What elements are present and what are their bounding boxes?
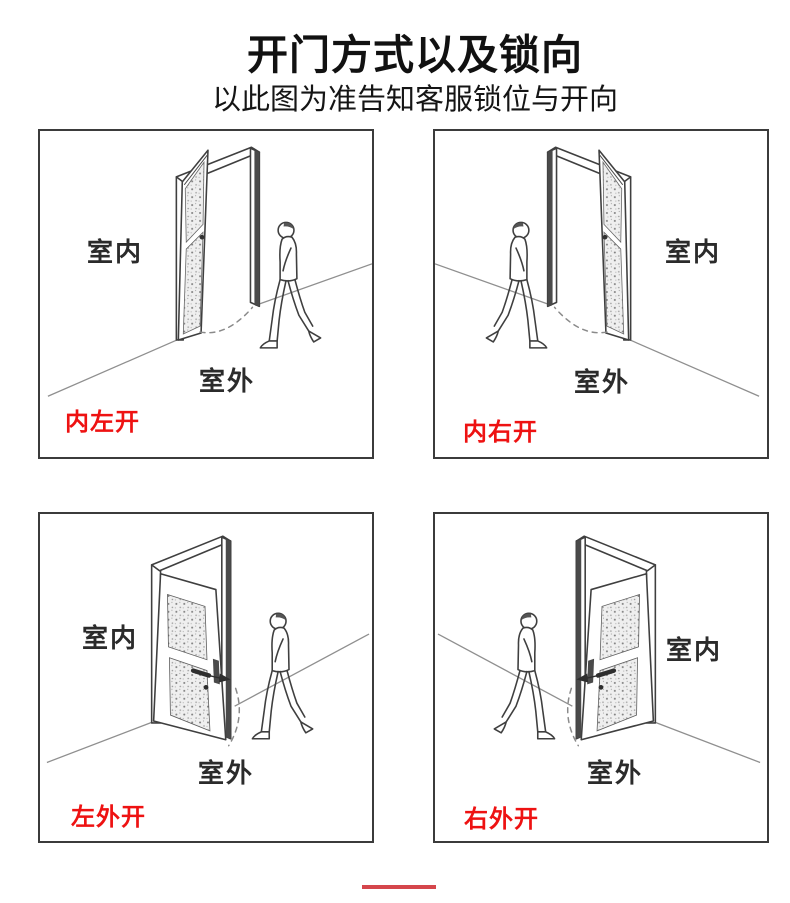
outdoor-label: 室外 <box>573 368 631 398</box>
indoor-label: 室内 <box>86 238 144 268</box>
panel-inner-right-open: 室内 室外 内右开 <box>433 129 769 459</box>
indoor-label: 室内 <box>81 624 139 654</box>
direction-label: 内左开 <box>65 408 140 436</box>
direction-label: 内右开 <box>463 418 538 446</box>
outdoor-label: 室外 <box>198 367 256 397</box>
door-diagram-outer-left <box>40 514 372 841</box>
panel-inner-left-open: 室内 室外 内左开 <box>38 129 374 459</box>
panel-outer-left-open: 室内 室外 左外开 <box>38 512 374 843</box>
direction-label: 左外开 <box>71 803 146 831</box>
bottom-divider-bar <box>362 885 436 889</box>
page-title: 开门方式以及锁向 <box>247 31 583 79</box>
panel-outer-right-open: 室内 室外 右外开 <box>433 512 769 843</box>
direction-label: 右外开 <box>464 805 539 833</box>
page-subtitle: 以此图为准告知客服锁位与开向 <box>211 82 618 116</box>
door-diagram-inner-right <box>435 131 767 458</box>
outdoor-label: 室外 <box>586 759 644 789</box>
indoor-label: 室内 <box>665 636 723 666</box>
outdoor-label: 室外 <box>197 759 255 789</box>
door-diagram-outer-right <box>435 514 767 841</box>
indoor-label: 室内 <box>664 238 722 268</box>
